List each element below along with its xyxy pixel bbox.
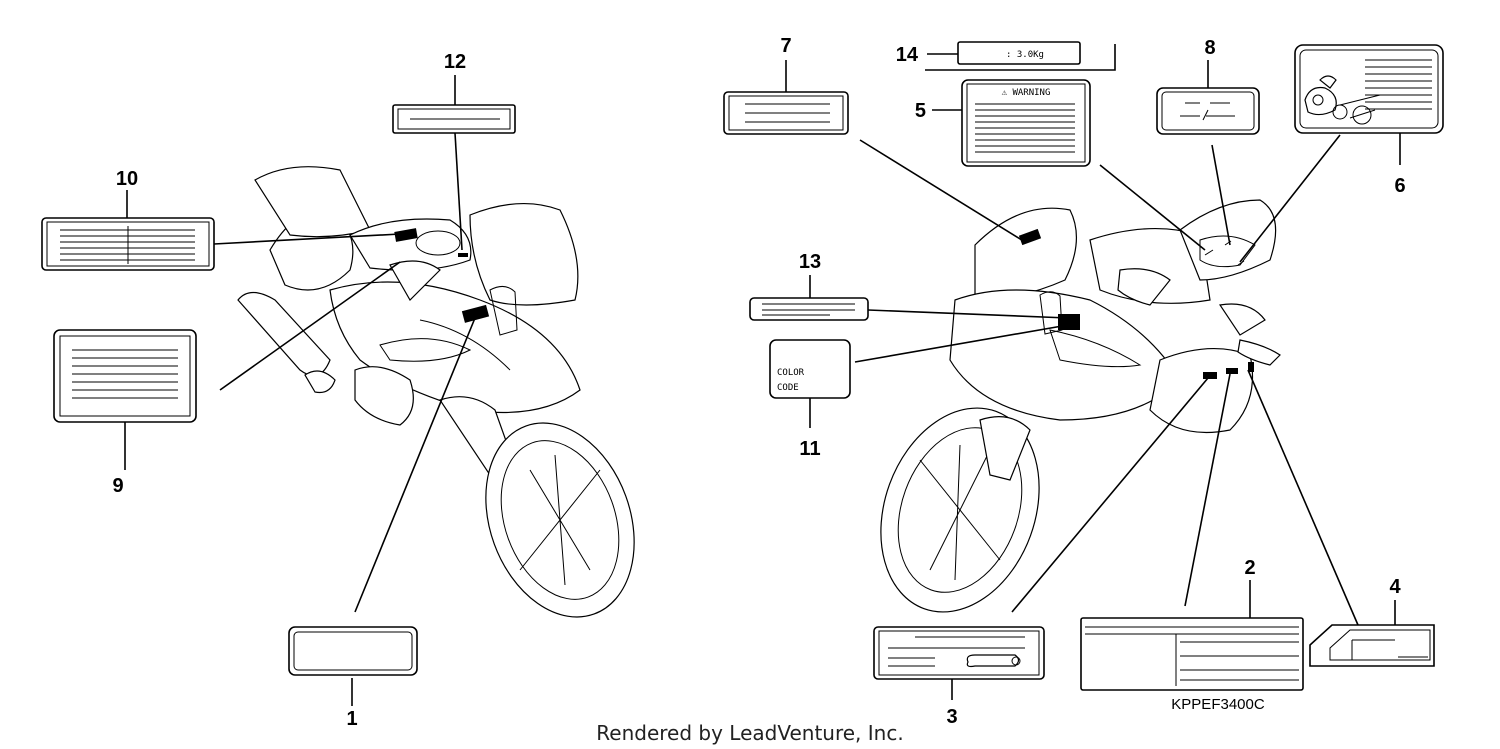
callout-5: 5 [915, 100, 926, 122]
leader-lines [124, 53, 1401, 706]
label-5-warning-text: ⚠ WARNING [1002, 88, 1051, 98]
label-14-icon: : 3.0Kg [925, 41, 1116, 71]
callout-3: 3 [946, 706, 957, 728]
label-6-icon [1294, 44, 1444, 134]
label-8-icon [1156, 87, 1260, 135]
callout-8: 8 [1204, 37, 1215, 59]
callout-2: 2 [1244, 557, 1255, 579]
callout-6: 6 [1394, 175, 1405, 197]
label-2-icon [1080, 617, 1304, 691]
callout-10: 10 [116, 168, 138, 190]
label-13-icon [749, 297, 869, 321]
label-11-code-text: CODE [777, 383, 799, 393]
callout-1: 1 [346, 708, 357, 730]
label-7-icon [723, 91, 849, 135]
label-4-icon [1309, 624, 1435, 667]
label-1-icon [288, 626, 418, 676]
label-11-icon: COLOR CODE [769, 339, 851, 399]
motorcycle-right-view [880, 199, 1281, 613]
part-code: KPPEF3400C [1171, 696, 1265, 713]
callout-9: 9 [112, 475, 123, 497]
motorcycle-left-view [237, 166, 635, 618]
callout-13: 13 [799, 251, 821, 273]
label-3-icon [873, 626, 1045, 680]
decal-left-tank [394, 228, 490, 323]
callout-numbers: 12 10 9 1 7 14 5 8 6 13 11 3 2 4 [112, 35, 1405, 730]
label-10-icon [41, 217, 215, 271]
credit-text: Rendered by LeadVenture, Inc. [596, 721, 903, 745]
callout-7: 7 [780, 35, 791, 57]
callout-14: 14 [896, 44, 919, 66]
callout-11: 11 [799, 438, 820, 460]
label-5-icon: ⚠ WARNING [961, 79, 1091, 167]
callout-12: 12 [444, 51, 466, 73]
label-9-icon [53, 329, 197, 423]
label-12-icon [392, 104, 516, 134]
callout-4: 4 [1389, 576, 1401, 598]
label-11-color-text: COLOR [777, 368, 805, 378]
label-14-weight-text: : 3.0Kg [1006, 50, 1044, 60]
